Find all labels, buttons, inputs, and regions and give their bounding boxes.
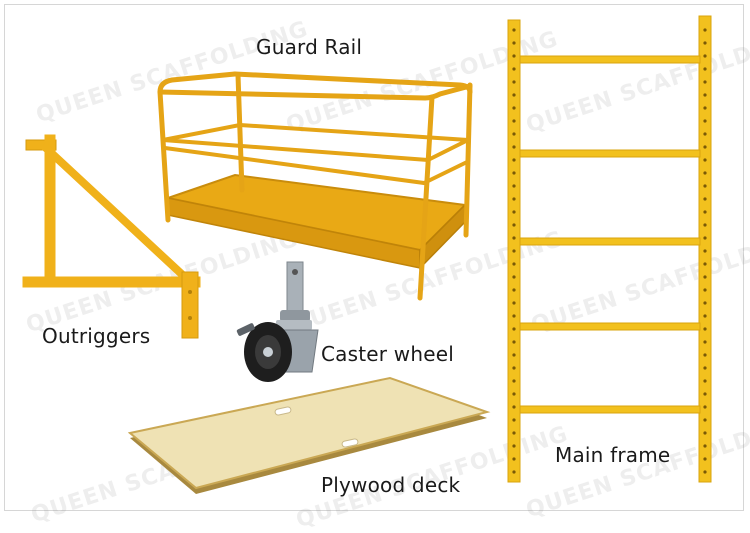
frame-hole: [512, 158, 516, 162]
frame-hole: [703, 41, 707, 45]
frame-hole: [703, 353, 707, 357]
frame-hole: [512, 54, 516, 58]
frame-hole: [512, 314, 516, 318]
frame-hole: [512, 210, 516, 214]
frame-hole: [703, 392, 707, 396]
frame-hole: [512, 275, 516, 279]
frame-hole: [703, 366, 707, 370]
frame-hole: [703, 171, 707, 175]
plywood-deck-image: [127, 376, 491, 494]
image-border: [4, 4, 744, 511]
frame-hole: [703, 431, 707, 435]
frame-hole: [512, 470, 516, 474]
frame-hole: [512, 249, 516, 253]
frame-hole: [512, 431, 516, 435]
frame-hole: [703, 67, 707, 71]
frame-hole: [703, 379, 707, 383]
frame-hole: [703, 470, 707, 474]
frame-hole: [512, 327, 516, 331]
frame-hole: [512, 184, 516, 188]
frame-hole: [512, 405, 516, 409]
outriggers-label: Outriggers: [42, 324, 151, 348]
frame-hole: [703, 444, 707, 448]
frame-hole: [703, 184, 707, 188]
frame-hole: [703, 158, 707, 162]
frame-hole: [703, 301, 707, 305]
frame-hole: [703, 418, 707, 422]
frame-hole: [703, 54, 707, 58]
frame-hole: [703, 249, 707, 253]
frame-hole: [703, 106, 707, 110]
frame-hole: [512, 301, 516, 305]
frame-hole: [512, 145, 516, 149]
guard-rail-label: Guard Rail: [256, 35, 363, 59]
frame-hole: [512, 366, 516, 370]
frame-hole: [512, 444, 516, 448]
frame-hole: [703, 145, 707, 149]
frame-hole: [703, 28, 707, 32]
frame-hole: [703, 80, 707, 84]
frame-hole: [703, 197, 707, 201]
caster-wheel-image: [236, 261, 319, 382]
frame-hole: [703, 340, 707, 344]
frame-hole: [703, 132, 707, 136]
frame-hole: [703, 236, 707, 240]
frame-hole: [512, 93, 516, 97]
frame-hole: [703, 327, 707, 331]
frame-hole: [512, 379, 516, 383]
frame-hole: [703, 275, 707, 279]
main-frame-label: Main frame: [555, 443, 671, 467]
frame-hole: [512, 236, 516, 240]
main-frame-image: [507, 15, 712, 483]
frame-hole: [512, 262, 516, 266]
frame-hole: [512, 340, 516, 344]
frame-hole: [703, 210, 707, 214]
frame-hole: [512, 80, 516, 84]
frame-hole: [512, 223, 516, 227]
frame-hole: [512, 171, 516, 175]
frame-hole: [512, 41, 516, 45]
frame-hole: [703, 288, 707, 292]
frame-hole: [512, 119, 516, 123]
guard-rail-image: [157, 71, 473, 301]
frame-hole: [512, 353, 516, 357]
frame-hole: [703, 262, 707, 266]
outrigger-image: [22, 134, 201, 339]
frame-hole: [512, 197, 516, 201]
scaffolding-parts-illustration: [22, 15, 712, 494]
frame-hole: [512, 392, 516, 396]
frame-hole: [512, 28, 516, 32]
frame-hole: [512, 457, 516, 461]
frame-hole: [703, 457, 707, 461]
frame-hole: [703, 93, 707, 97]
frame-hole: [703, 405, 707, 409]
frame-hole: [512, 67, 516, 71]
plywood-deck-label: Plywood deck: [321, 473, 461, 497]
frame-hole: [703, 223, 707, 227]
frame-hole: [703, 119, 707, 123]
frame-hole: [512, 106, 516, 110]
caster-wheel-label: Caster wheel: [321, 342, 454, 366]
frame-hole: [512, 288, 516, 292]
frame-hole: [512, 418, 516, 422]
frame-hole: [703, 314, 707, 318]
frame-hole: [512, 132, 516, 136]
